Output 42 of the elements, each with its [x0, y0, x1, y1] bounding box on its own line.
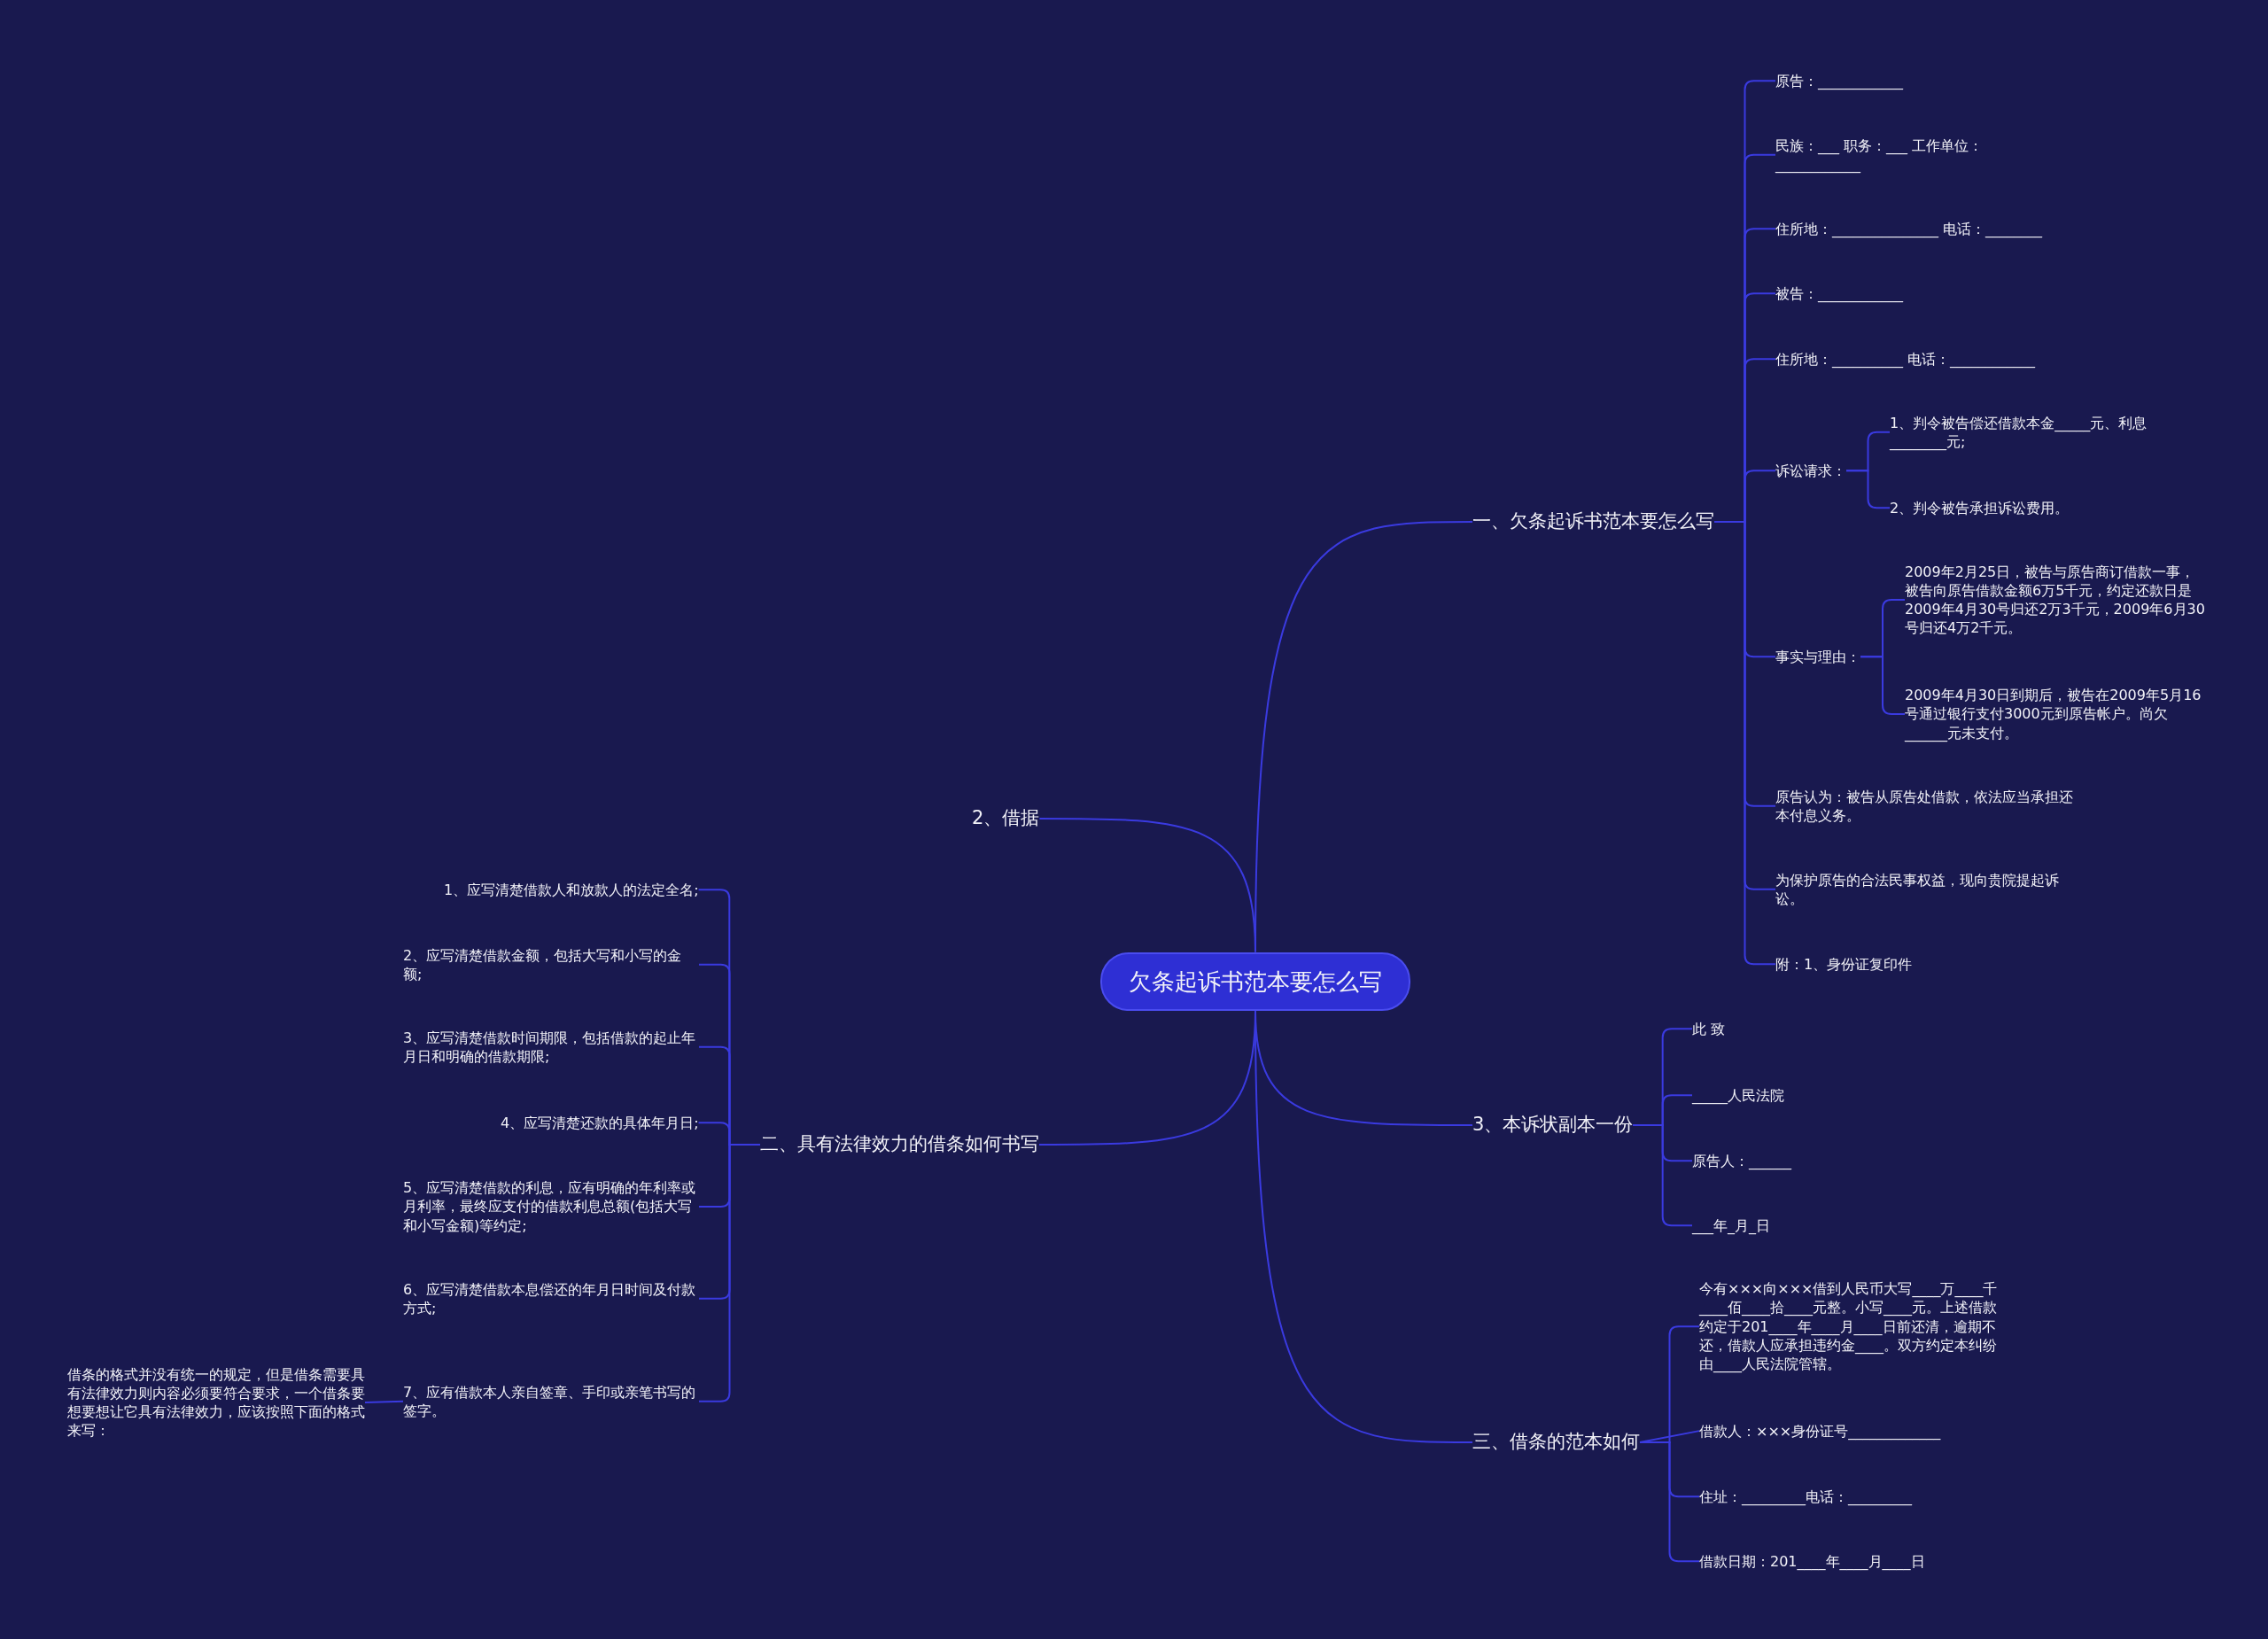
topic-text: 附：1、身份证复印件 — [1775, 954, 1913, 974]
connector-line — [1713, 520, 1776, 966]
topic-text: 被告：____________ — [1775, 284, 1903, 303]
connector-line — [364, 1400, 404, 1404]
topic-text: ___年_月_日 — [1692, 1216, 1770, 1235]
topic-text: 3、应写清楚借款时间期限，包括借款的起止年月日和明确的借款期限; — [403, 1028, 699, 1067]
topic-text: 2、判令被告承担诉讼费用。 — [1890, 498, 2070, 517]
topic-text: 1、应写清楚借款人和放款人的法定全名; — [444, 880, 699, 899]
topic-text: 此 致 — [1692, 1019, 1726, 1038]
topic-text: 为保护原告的合法民事权益，现向贵院提起诉讼。 — [1775, 870, 2077, 909]
topic-text: 今有×××向×××借到人民币大写____万____千____佰____拾____元整。小写____元。上述借款约定于201____年____月____日前还清，逾期不还，借款人应承担违约金____。双方约定本纠纷由____人民法院管辖。 — [1699, 1279, 2005, 1374]
topic-text: 借条的格式并没有统一的规定，但是借条需要具有法律效力则内容必须要符合要求，一个借条要想要想让它具有法律效力，应该按照下面的格式来写： — [67, 1364, 365, 1441]
topic-text: 民族：___ 职务：___ 工作单位：____________ — [1775, 136, 2068, 175]
topic-text: 6、应写清楚借款本息偿还的年月日时间及付款方式; — [403, 1279, 699, 1318]
topic-text: 5、应写清楚借款的利息，应有明确的年利率或月利率，最终应支付的借款利息总额(包括大写和小写金额)等约定; — [403, 1178, 699, 1235]
branch-topic: 一、欠条起诉书范本要怎么写 — [1472, 509, 1714, 534]
topic-text: 住所地：_______________ 电话：________ — [1775, 219, 2043, 238]
topic-text: 借款人：×××身份证号_____________ — [1699, 1421, 1941, 1441]
topic-text: 住所地：__________ 电话：____________ — [1775, 349, 2036, 369]
topic-text: 原告认为：被告从原告处借款，依法应当承担还本付息义务。 — [1775, 787, 2077, 826]
topic-text: _____人民法院 — [1692, 1085, 1784, 1105]
topic-text: 2009年4月30日到期后，被告在2009年5月16号通过银行支付3000元到原告帐户。尚欠______元未支付。 — [1905, 686, 2206, 742]
branch-topic: 2、借据 — [972, 806, 1040, 831]
topic-text: 事实与理由： — [1775, 647, 1860, 666]
connector-line — [698, 1143, 761, 1402]
topic-text: 诉讼请求： — [1775, 461, 1846, 480]
branch-topic: 二、具有法律效力的借条如何书写 — [760, 1132, 1039, 1157]
topic-text: 借款日期：201____年____月____日 — [1699, 1551, 1925, 1571]
topic-text: 7、应有借款本人亲自签章、手印或亲笔书写的签字。 — [403, 1382, 699, 1421]
topic-text: 原告人：______ — [1692, 1151, 1791, 1170]
central-topic: 欠条起诉书范本要怎么写 — [1100, 952, 1410, 1012]
connector-line — [1639, 1430, 1700, 1443]
topic-text: 2、应写清楚借款金额，包括大写和小写的金额; — [403, 945, 699, 984]
branch-topic: 三、借条的范本如何 — [1472, 1430, 1640, 1455]
branch-topic: 3、本诉状副本一份 — [1472, 1113, 1634, 1138]
topic-text: 住址：_________电话：_________ — [1699, 1487, 1912, 1506]
topic-text: 4、应写清楚还款的具体年月日; — [501, 1113, 699, 1132]
connector-line — [1845, 470, 1891, 509]
topic-text: 2009年2月25日，被告与原告商订借款一事，被告向原告借款金额6万5千元，约定还款日是2009年4月30号归还2万3千元，2009年6月30号归还4万2千元。 — [1905, 562, 2206, 638]
connector-line — [1038, 817, 1256, 953]
topic-text: 1、判令被告偿还借款本金_____元、利息________元; — [1890, 413, 2182, 452]
topic-text: 原告：____________ — [1775, 71, 1903, 90]
